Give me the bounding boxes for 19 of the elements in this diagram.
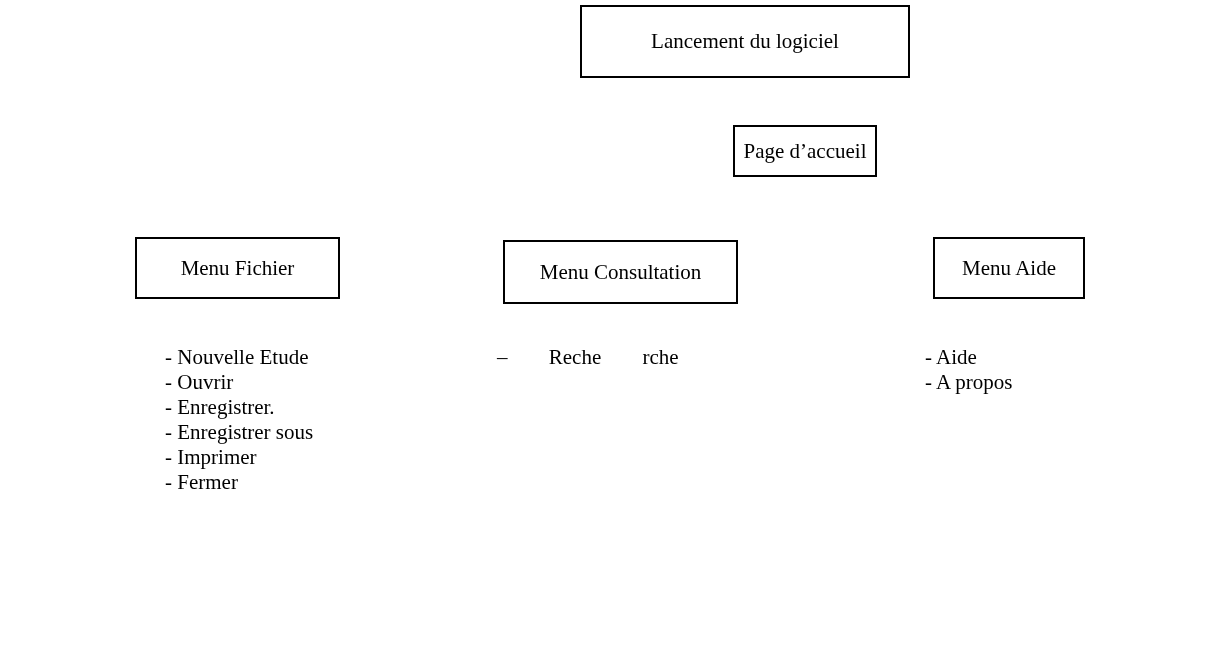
box-title: Menu Aide (962, 255, 1056, 281)
box-title: Page d’accueil (743, 138, 867, 164)
menu-item: - Fermer (165, 470, 238, 495)
menu-item: - Ouvrir (165, 370, 234, 395)
menu-item: – Reche rche (497, 345, 680, 370)
menu-item: - Enregistrer sous (165, 420, 314, 445)
menu-box (135, 237, 340, 299)
menu-box (580, 5, 910, 78)
menu-item: - Imprimer (165, 445, 257, 470)
menu-item: - A propos (925, 370, 1013, 395)
menu-box (933, 237, 1085, 299)
box-title: Menu Consultation (539, 259, 702, 285)
menu-item: - Enregistrer. (165, 395, 275, 420)
box-title: Menu Fichier (180, 255, 295, 281)
menu-box (733, 125, 877, 177)
box-title: Lancement du logiciel (651, 29, 839, 54)
menu-item: - Aide (925, 345, 977, 370)
menu-item: - Nouvelle Etude (165, 345, 309, 370)
menu-box (503, 240, 738, 304)
